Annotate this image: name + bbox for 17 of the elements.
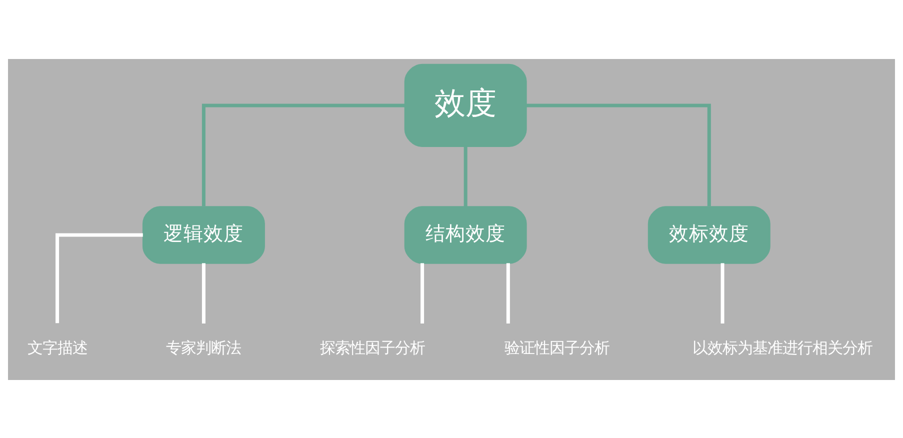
connector [506,262,510,323]
connector [202,262,206,323]
node-text: 文字描述 [27,338,88,356]
connector [464,146,468,206]
node-box: 结构效度 [404,206,527,264]
connector [202,103,405,206]
connector [420,262,424,323]
node-box: 效度 [404,63,527,146]
node-text: 专家判断法 [166,338,242,356]
node-text: 验证性因子分析 [504,338,610,356]
connector [526,103,711,206]
node-text: 探索性因子分析 [320,338,426,356]
connector [720,262,724,323]
node-text: 以效标为基准进行相关分析 [692,338,872,356]
node-box: 效标效度 [648,206,770,264]
connector [56,232,143,323]
node-box: 逻辑效度 [142,206,265,264]
